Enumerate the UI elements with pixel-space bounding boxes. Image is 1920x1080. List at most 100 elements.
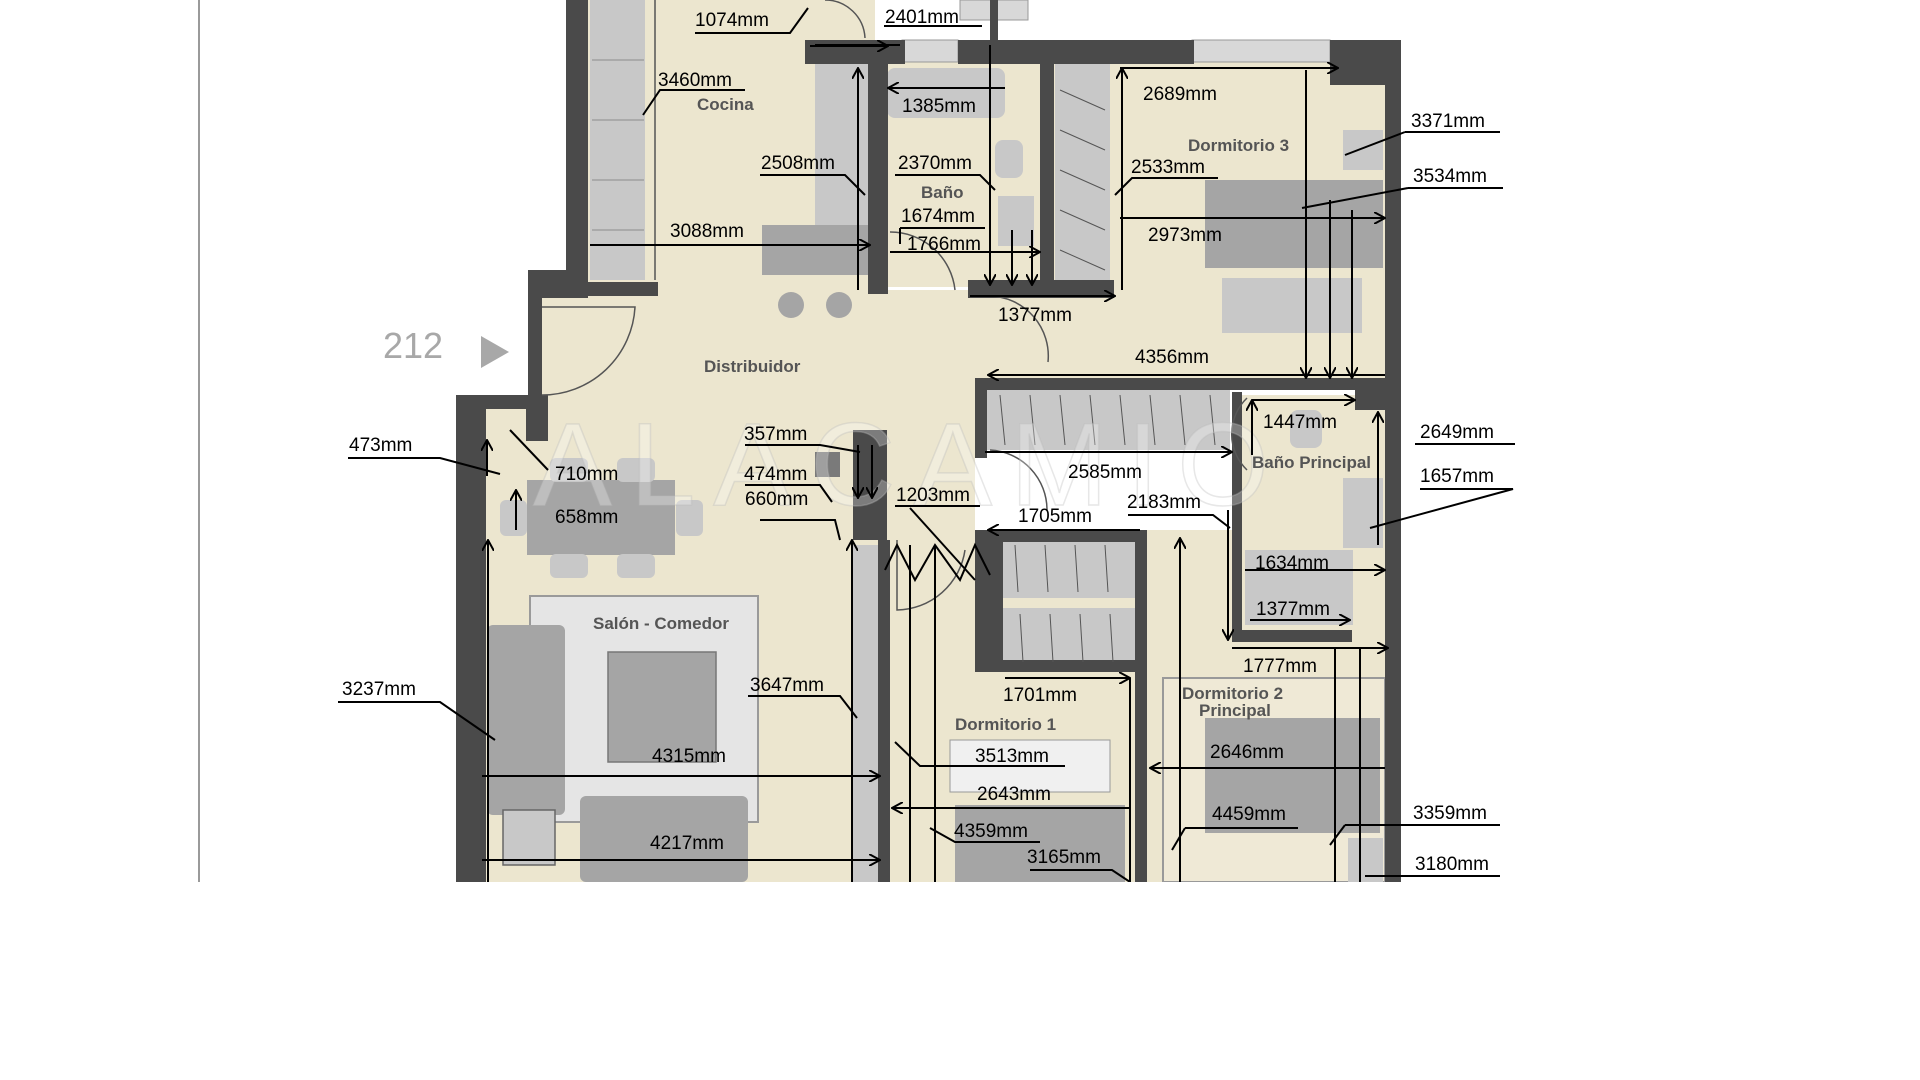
bed-bedroom3 — [1205, 180, 1383, 268]
dim-label: 3237mm — [342, 679, 416, 700]
shower — [1245, 550, 1353, 625]
dim-label: 3513mm — [975, 746, 1049, 767]
dim-label: 1777mm — [1243, 656, 1317, 677]
wardrobe-bedroom3 — [1055, 62, 1110, 280]
dim-label: 1701mm — [1003, 685, 1077, 706]
dim-label: 4315mm — [652, 746, 726, 767]
toilet — [995, 140, 1023, 178]
wall-hall-bottom — [975, 378, 1385, 390]
dim-label: 1674mm — [901, 206, 975, 227]
wall-bed1-bed2 — [1135, 660, 1147, 882]
wall-master-top — [1355, 380, 1400, 410]
dim-label: 4459mm — [1212, 804, 1286, 825]
floor-plan-diagram: 212 ALACAMIO Cocina Baño Dormitorio 3 Di… — [198, 0, 1515, 882]
dim-label: 3460mm — [658, 70, 732, 91]
dim-label: 473mm — [349, 435, 412, 456]
kitchen-island — [762, 225, 870, 275]
kitchen-counter-left — [590, 0, 645, 280]
wall-top-bath — [805, 40, 905, 64]
play-arrow-icon — [481, 336, 509, 368]
nightstand-bedroom3 — [1343, 130, 1383, 170]
sink — [998, 196, 1034, 246]
dim-label: 2508mm — [761, 153, 835, 174]
bar-stool-2 — [826, 292, 852, 318]
dim-label: 3180mm — [1415, 854, 1489, 875]
plant — [815, 452, 840, 477]
wall-jog-vert — [526, 395, 548, 441]
hatch-hall — [999, 394, 1216, 446]
wall-kitchen-left — [566, 0, 588, 295]
desk-bedroom3 — [1222, 278, 1362, 333]
entry-door — [541, 306, 636, 396]
room-label-bedroom3: Dormitorio 3 — [1188, 136, 1289, 155]
sofa — [487, 625, 565, 815]
room-label-bedroom2: Dormitorio 2 — [1182, 684, 1283, 703]
coffee-table — [607, 651, 717, 763]
wall-right — [1385, 40, 1401, 882]
dim-label: 2689mm — [1143, 84, 1217, 105]
dim-label: 1705mm — [1018, 506, 1092, 527]
wardrobe-hall — [985, 390, 1230, 450]
wall-bed1-closet — [975, 660, 1147, 672]
wall-corridor-mid — [878, 540, 890, 882]
wall-top-mid — [958, 40, 1194, 64]
wall-jog — [456, 395, 526, 409]
room-label-kitchen: Cocina — [697, 95, 754, 114]
dim-label: 1657mm — [1420, 466, 1494, 487]
dim-label: 710mm — [555, 464, 618, 485]
dim-label: 1447mm — [1263, 412, 1337, 433]
dim-label: 1377mm — [998, 305, 1072, 326]
furniture-layer — [487, 0, 1386, 882]
kitchen-door — [825, 0, 866, 39]
room-label-hall: Distribuidor — [704, 357, 801, 376]
dim-label: 658mm — [555, 507, 618, 528]
wall-bath-top-stub — [990, 0, 998, 42]
wall-entry-left — [528, 295, 542, 395]
nightstand-bedroom2 — [1348, 838, 1383, 882]
bath-door — [889, 231, 956, 291]
dim-label: 2370mm — [898, 153, 972, 174]
wall-entry-top — [528, 270, 588, 298]
bathtub — [887, 68, 1005, 118]
dim-label: 3647mm — [750, 675, 824, 696]
dim-label: 3088mm — [670, 221, 744, 242]
wall-master-left — [1232, 392, 1242, 642]
dim-label: 4217mm — [650, 833, 724, 854]
dim-label: 2533mm — [1131, 157, 1205, 178]
bed3-door — [989, 295, 1050, 363]
room-label-bath: Baño — [921, 183, 964, 202]
dim-label: 3534mm — [1413, 166, 1487, 187]
master-sink — [1343, 478, 1383, 548]
wardrobe-bedroom1-a — [985, 538, 1140, 598]
dim-label: 2649mm — [1420, 422, 1494, 443]
bar-stool-1 — [778, 292, 804, 318]
wall-bed1-top — [975, 530, 1145, 542]
walls-layer — [456, 0, 1401, 882]
wall-bed1-right — [1135, 530, 1147, 672]
dim-label: 2973mm — [1148, 225, 1222, 246]
wall-master-bottom — [1232, 630, 1352, 642]
bed1-door — [896, 540, 966, 611]
wall-kitchen-bath — [868, 62, 888, 294]
room-labels: Cocina Baño Dormitorio 3 Distribuidor Ba… — [593, 95, 1371, 734]
dim-label: 357mm — [744, 424, 807, 445]
kitchen-counter-right — [815, 62, 870, 252]
wall-bath-bottom — [968, 280, 1114, 298]
wall-corridor-top — [853, 430, 887, 442]
hatch-bedroom3 — [1059, 89, 1106, 271]
wall-bath-bed3 — [1040, 62, 1054, 287]
dim-label: 3359mm — [1413, 803, 1487, 824]
side-table — [502, 809, 556, 866]
dim-label: 2585mm — [1068, 462, 1142, 483]
wall-hall-right — [975, 378, 987, 458]
hatch-bedroom1 — [1014, 544, 1114, 663]
dim-label: 660mm — [745, 489, 808, 510]
dim-label: 3165mm — [1027, 847, 1101, 868]
room-label-master-bath: Baño Principal — [1252, 453, 1371, 472]
dim-label: 3371mm — [1411, 111, 1485, 132]
floor-hall — [540, 290, 990, 410]
dim-label: 1074mm — [695, 10, 769, 31]
bed-bedroom2 — [1205, 718, 1380, 833]
dim-label: 2646mm — [1210, 742, 1284, 763]
dim-label: 4356mm — [1135, 347, 1209, 368]
